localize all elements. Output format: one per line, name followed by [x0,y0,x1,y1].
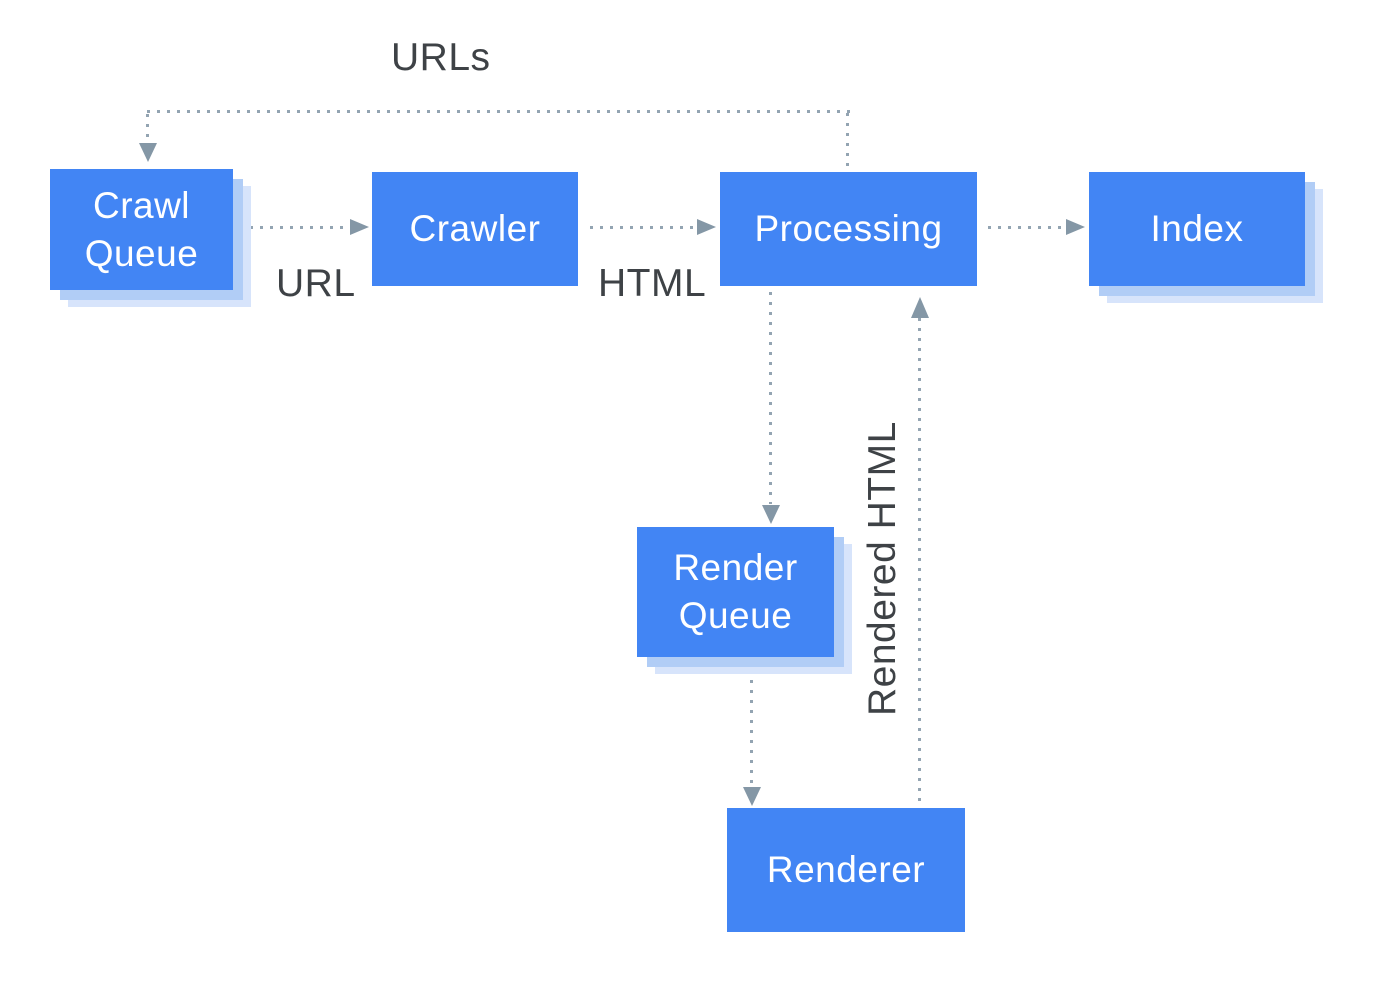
edge-processing-to-crawl-queue-right-line [846,113,849,169]
node-processing: Processing [720,172,977,286]
arrowhead-into-processing [697,219,716,235]
node-crawl-queue-label: Crawl Queue [84,184,199,274]
node-index: Index [1089,172,1305,286]
node-render-queue: Render Queue [637,527,834,657]
node-renderer: Renderer [727,808,965,932]
edge-processing-to-crawl-queue-left-line [146,114,149,142]
edge-label-rendered-html: Rendered HTML [861,421,904,717]
node-crawler-label: Crawler [409,208,541,249]
node-crawl-queue: Crawl Queue [50,169,233,290]
edge-crawl-queue-to-crawler-line [250,226,349,229]
edge-label-url: URL [276,262,356,305]
edge-label-urls: URLs [391,36,491,79]
arrowhead-into-crawl-queue [139,143,157,162]
arrowhead-into-index [1066,219,1085,235]
edge-processing-to-index-line [988,226,1066,229]
arrowhead-into-render-queue [762,505,780,524]
edge-renderer-to-processing-line [918,318,921,808]
node-crawler: Crawler [372,172,578,286]
node-processing-label: Processing [754,208,943,249]
edge-crawler-to-processing-line [590,226,696,229]
node-index-label: Index [1150,208,1244,249]
edge-processing-to-crawl-queue-top-line [147,110,850,113]
edge-render-queue-to-renderer-line [750,680,753,787]
edge-processing-to-render-queue-line [769,292,772,504]
node-render-queue-label: Render Queue [673,547,798,636]
arrowhead-up-into-processing [911,297,929,318]
edge-label-html: HTML [598,262,707,305]
arrowhead-into-crawler [350,219,369,235]
arrowhead-into-renderer [743,787,761,806]
node-renderer-label: Renderer [766,849,926,890]
